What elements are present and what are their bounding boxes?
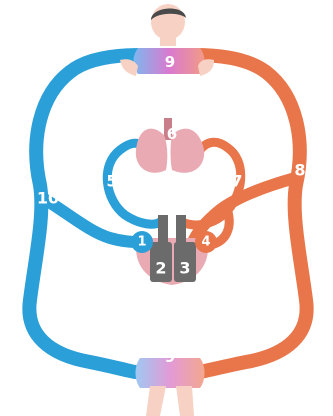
label-right-ventricle: 2 xyxy=(155,259,166,278)
label-lungs: 6 xyxy=(167,125,177,143)
label-vena-cava: 10 xyxy=(37,189,59,208)
label-pulmonary-artery: 5 xyxy=(106,172,117,191)
head-icon xyxy=(151,4,186,46)
label-left-atrium: 4 xyxy=(201,235,210,250)
vena-cava-branch-vessel xyxy=(46,200,138,242)
label-upper-body-capillaries: 9 xyxy=(165,53,175,71)
label-lower-body-capillaries: 9 xyxy=(165,348,175,366)
label-aorta: 8 xyxy=(294,161,305,180)
label-right-atrium: 1 xyxy=(137,235,146,250)
label-left-ventricle: 3 xyxy=(179,259,190,278)
label-pulmonary-vein: 7 xyxy=(231,172,242,191)
legs-icon xyxy=(146,386,194,416)
